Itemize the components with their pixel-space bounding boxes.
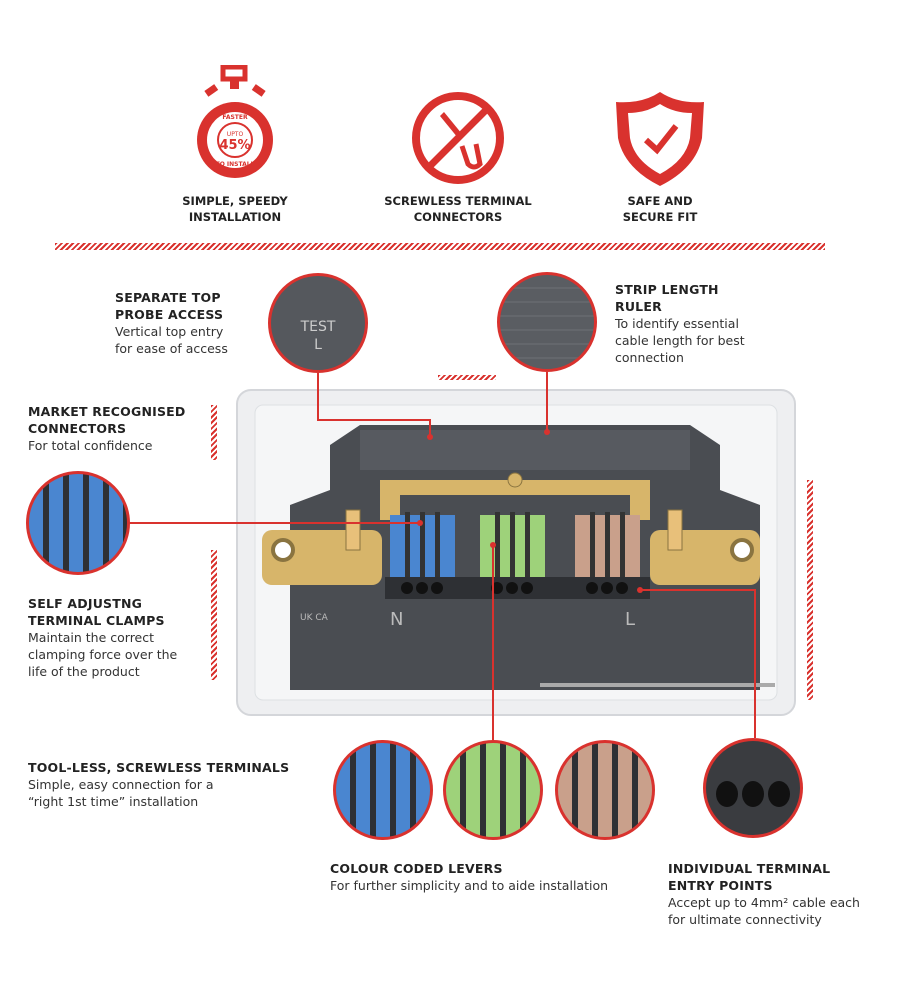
zoom-test-label: TEST xyxy=(300,319,336,335)
feature-label-speedy: SIMPLE, SPEEDY INSTALLATION xyxy=(150,193,320,225)
decor-hatch xyxy=(211,405,217,460)
feature-label-safe: SAFE AND SECURE FIT xyxy=(580,193,740,225)
zoom-probe-access: TEST L xyxy=(268,273,368,373)
callout-desc: life of the product xyxy=(28,664,140,679)
brass-bridge xyxy=(380,480,650,520)
divider-hatch xyxy=(55,243,825,250)
callout-entry-points: INDIVIDUAL TERMINAL ENTRY POINTS Accept … xyxy=(668,860,860,928)
badge-value: 45% xyxy=(219,138,250,153)
callout-desc: cable length for best xyxy=(615,333,745,348)
callout-title: MARKET RECOGNISED xyxy=(28,404,186,419)
leader-lines xyxy=(128,372,756,740)
callout-toolless: TOOL-LESS, SCREWLESS TERMINALS Simple, e… xyxy=(28,759,289,810)
callout-desc: Accept up to 4mm² cable each xyxy=(668,895,860,910)
callout-desc: Simple, easy connection for a xyxy=(28,777,214,792)
feature-label-screwless: SCREWLESS TERMINAL CONNECTORS xyxy=(368,193,548,225)
zoom-brown-lever xyxy=(555,740,655,840)
zoom-blue-lever xyxy=(333,740,433,840)
callout-title: INDIVIDUAL TERMINAL xyxy=(668,861,831,876)
callout-title: PROBE ACCESS xyxy=(115,307,224,322)
feature-label-line: SECURE FIT xyxy=(622,210,698,224)
callout-desc: To identify essential xyxy=(615,316,739,331)
callout-desc: “right 1st time” installation xyxy=(28,794,199,809)
decor-hatch xyxy=(211,550,217,680)
badge-top: FASTER xyxy=(222,114,248,121)
feature-label-line: SIMPLE, SPEEDY xyxy=(182,194,288,208)
callout-colour-levers: COLOUR CODED LEVERS For further simplici… xyxy=(330,860,608,894)
callout-title: SELF ADJUSTNG xyxy=(28,596,143,611)
stopwatch-icon: UPTO 45% FASTER TO INSTALL xyxy=(197,65,273,178)
callout-desc: Vertical top entry xyxy=(115,324,224,339)
callout-title: STRIP LENGTH xyxy=(615,282,719,297)
callout-probe-access: SEPARATE TOP PROBE ACCESS Vertical top e… xyxy=(115,289,228,357)
no-screwdriver-icon xyxy=(412,92,504,184)
callout-title: TERMINAL CLAMPS xyxy=(28,613,165,628)
badge-upto: UPTO xyxy=(227,131,244,138)
callout-desc: for ultimate connectivity xyxy=(668,912,822,927)
ukca-mark: UK CA xyxy=(300,613,329,623)
callout-strip-ruler: STRIP LENGTH RULER To identify essential… xyxy=(615,281,745,366)
callout-market-connectors: MARKET RECOGNISED CONNECTORS For total c… xyxy=(28,403,186,454)
callout-self-adjusting: SELF ADJUSTNG TERMINAL CLAMPS Maintain t… xyxy=(28,595,177,680)
decor-hatch xyxy=(438,375,496,380)
badge-bottom: TO INSTALL xyxy=(216,161,255,168)
zoom-live-label: L xyxy=(314,337,322,353)
zoom-green-lever xyxy=(443,740,543,840)
callout-title: RULER xyxy=(615,299,662,314)
callout-desc: connection xyxy=(615,350,684,365)
callout-desc: For total confidence xyxy=(28,438,153,453)
callout-title: COLOUR CODED LEVERS xyxy=(330,861,503,876)
callout-desc: Maintain the correct xyxy=(28,630,155,645)
neutral-label: N xyxy=(390,609,403,630)
live-label: L xyxy=(625,609,635,630)
callout-title: TOOL-LESS, SCREWLESS TERMINALS xyxy=(28,760,290,775)
zoom-entry-points xyxy=(703,738,803,838)
callout-desc: for ease of access xyxy=(115,341,228,356)
callout-title: CONNECTORS xyxy=(28,421,127,436)
callout-desc: For further simplicity and to aide insta… xyxy=(330,878,609,893)
feature-label-line: INSTALLATION xyxy=(188,210,282,224)
zoom-blue-clamps xyxy=(26,471,130,575)
decor-hatch xyxy=(807,480,813,700)
feature-label-line: SAFE AND xyxy=(627,194,693,208)
zoom-strip-ruler xyxy=(497,272,597,372)
feature-label-line: CONNECTORS xyxy=(413,210,503,224)
callout-title: ENTRY POINTS xyxy=(668,878,773,893)
callout-title: SEPARATE TOP xyxy=(115,290,221,305)
feature-label-line: SCREWLESS TERMINAL xyxy=(384,194,532,208)
shield-check-icon xyxy=(616,92,704,186)
callout-desc: clamping force over the xyxy=(28,647,178,662)
